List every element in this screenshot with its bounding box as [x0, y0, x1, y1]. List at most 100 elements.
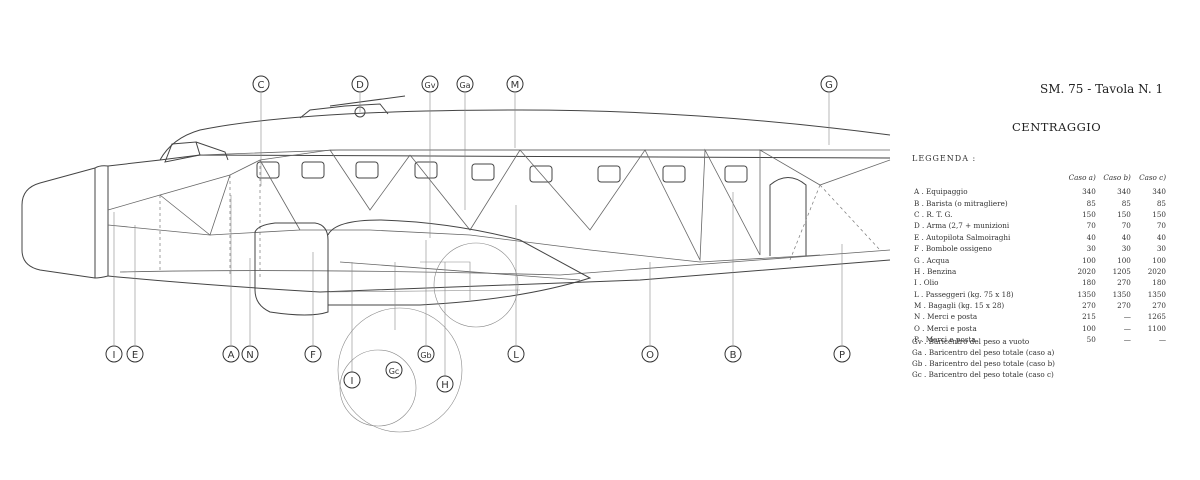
legend-value-b: 85	[1121, 198, 1131, 208]
svg-text:I: I	[113, 350, 116, 361]
legend-value-c: 340	[1152, 187, 1166, 197]
svg-text:Ga: Ga	[459, 81, 470, 90]
svg-text:A: A	[228, 350, 235, 361]
legend-value-a: 150	[1082, 209, 1096, 219]
marker-P: P	[833, 345, 851, 363]
legend-item-label: G . Acqua	[914, 255, 950, 265]
svg-text:P: P	[839, 350, 845, 361]
legend-value-a: 85	[1086, 198, 1096, 208]
svg-text:Gb: Gb	[420, 351, 431, 360]
legend-item-label: M . Bagagli (kg. 15 x 28)	[914, 301, 1005, 311]
legend-value-a: 2020	[1077, 266, 1096, 276]
svg-text:L: L	[513, 350, 519, 361]
legend-value-b: 150	[1117, 209, 1131, 219]
legend-item-label: N . Merci e posta	[914, 312, 978, 322]
sheet-title: SM. 75 - Tavola N. 1	[1040, 82, 1164, 96]
legend-value-a: 100	[1082, 255, 1096, 265]
gravity-circles	[337, 242, 519, 433]
marker-G: G	[820, 75, 838, 93]
legend-row: M . Bagagli (kg. 15 x 28) 270 270 270	[912, 300, 1168, 311]
legend-item-label: F . Bombole ossigeno	[914, 244, 992, 254]
svg-text:B: B	[730, 350, 737, 361]
legend-value-b: 340	[1117, 187, 1131, 197]
fuselage-outline	[107, 95, 891, 293]
svg-text:D: D	[356, 80, 364, 91]
engine-nacelle	[21, 165, 109, 279]
legend-value-b: 270	[1117, 301, 1131, 311]
svg-text:G: G	[825, 80, 833, 91]
legend-col-b: Caso b)	[1103, 172, 1131, 182]
legend-value-b: —	[1123, 312, 1131, 322]
legend-value-c: 2020	[1147, 266, 1166, 276]
legend-value-b: 270	[1117, 278, 1131, 288]
legend-table: Caso a) Caso b) Caso c) A . Equipaggio 34…	[912, 170, 1168, 345]
marker-Gv: Gv	[421, 75, 439, 93]
marker-N: N	[241, 345, 259, 363]
legend-value-a: 50	[1086, 335, 1096, 345]
legend-value-a: 1350	[1077, 289, 1096, 299]
legend-item-label: B . Barista (o mitragliere)	[914, 198, 1008, 208]
legend-value-a: 30	[1086, 244, 1096, 254]
marker-Gb: Gb	[417, 345, 435, 363]
svg-text:N: N	[246, 350, 253, 361]
legend-value-c: 270	[1152, 301, 1166, 311]
truss-structure	[107, 148, 891, 280]
legend-value-a: 100	[1082, 323, 1096, 333]
legend-header-blank	[912, 170, 1063, 186]
svg-text:E: E	[132, 350, 138, 361]
legend-row: O . Merci e posta 100 — 1100	[912, 323, 1168, 334]
svg-text:I: I	[351, 376, 354, 387]
section-title: CENTRAGGIO	[1012, 120, 1102, 134]
svg-text:Gc: Gc	[389, 367, 400, 376]
barycentre-item: Ga . Baricentro del peso totale (caso a)	[912, 348, 1055, 357]
legend-value-b: 100	[1117, 255, 1131, 265]
legend-value-c: 150	[1152, 209, 1166, 219]
marker-O: O	[641, 345, 659, 363]
legend-heading: LEGGENDA :	[912, 154, 977, 163]
legend-item-label: O . Merci e posta	[914, 323, 977, 333]
legend-value-a: 40	[1086, 232, 1096, 242]
legend-value-c: —	[1158, 335, 1166, 345]
legend-value-b: 70	[1121, 221, 1131, 231]
legend-value-b: 1205	[1112, 266, 1131, 276]
marker-H: H	[436, 375, 454, 393]
legend-value-c: 1100	[1147, 323, 1166, 333]
legend-value-b: —	[1123, 335, 1131, 345]
legend-value-c: 1350	[1147, 289, 1166, 299]
svg-text:O: O	[646, 350, 654, 361]
legend-header-row: Caso a) Caso b) Caso c)	[912, 170, 1168, 186]
legend-value-c: 70	[1156, 221, 1166, 231]
legend-value-b: —	[1123, 323, 1131, 333]
barycentre-item: Gv . Baricentro del peso a vuoto	[912, 337, 1030, 346]
marker-L: L	[507, 345, 525, 363]
svg-text:Gv: Gv	[425, 81, 436, 90]
legend-value-a: 340	[1082, 187, 1096, 197]
marker-M: M	[506, 75, 524, 93]
legend-value-c: 30	[1156, 244, 1166, 254]
legend-value-a: 270	[1082, 301, 1096, 311]
legend-value-b: 30	[1121, 244, 1131, 254]
legend-body: A . Equipaggio 340 340 340 B . Barista (o mi…	[912, 186, 1168, 345]
legend-value-b: 1350	[1112, 289, 1131, 299]
legend-item-label: A . Equipaggio	[914, 187, 968, 197]
barycentre-item: Gc . Baricentro del peso totale (caso c)	[912, 370, 1054, 379]
barycentre-item: Gb . Baricentro del peso totale (caso b)	[912, 359, 1055, 368]
svg-text:M: M	[511, 80, 520, 91]
marker-F: F	[304, 345, 322, 363]
legend-value-c: 180	[1152, 278, 1166, 288]
cabin-windows	[256, 161, 807, 256]
fuselage-drawing: C D Gv Ga M G I E A N F Gb L O B P I Gc …	[21, 75, 891, 433]
barycentre-list: Gv . Baricentro del peso a vuoto Ga . Bar…	[912, 336, 1055, 380]
leader-lines	[113, 93, 843, 376]
svg-text:C: C	[258, 80, 265, 91]
legend-value-a: 180	[1082, 278, 1096, 288]
legend-row: A . Equipaggio 340 340 340	[912, 186, 1168, 197]
